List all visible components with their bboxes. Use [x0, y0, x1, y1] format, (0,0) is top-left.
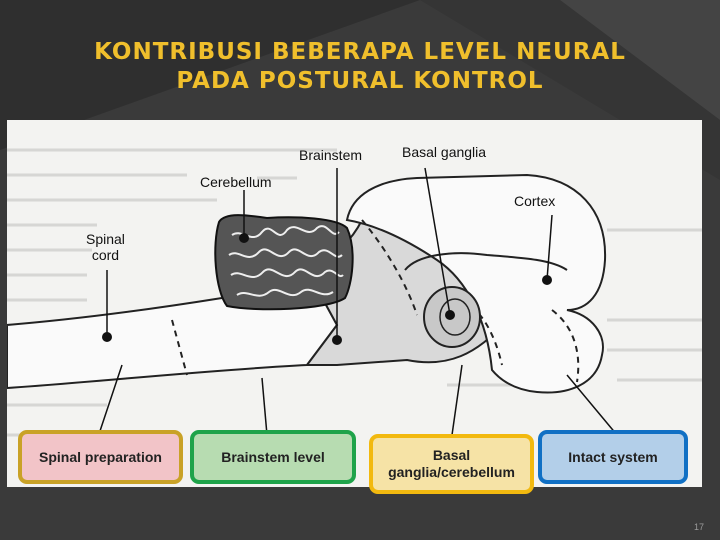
level-box-intact-system: Intact system: [538, 430, 688, 484]
page-number: 17: [693, 522, 704, 532]
title-line-2: PADA POSTURAL KONTROL: [176, 68, 544, 94]
level-label-line-2: ganglia/cerebellum: [388, 464, 515, 480]
level-label: Brainstem level: [221, 448, 325, 465]
cerebellum-shape: [214, 214, 354, 311]
label-cortex: Cortex: [514, 193, 556, 209]
label-cord: cord: [91, 247, 120, 263]
level-label: Basal ganglia/cerebellum: [388, 447, 515, 481]
brain-diagram: [7, 148, 702, 441]
title-line-1: KONTRIBUSI BEBERAPA LEVEL NEURAL: [94, 39, 626, 65]
level-box-basal-ganglia-cerebellum: Basal ganglia/cerebellum: [369, 434, 534, 494]
level-box-spinal-preparation: Spinal preparation: [18, 430, 183, 484]
level-box-brainstem: Brainstem level: [190, 430, 356, 484]
brain-diagram-figure: Brainstem Basal ganglia Cerebellum Corte…: [7, 120, 702, 487]
level-label-line-1: Basal: [432, 447, 471, 463]
label-spinal: Spinal: [86, 231, 125, 247]
label-spinal-cord: Spinal cord: [86, 231, 125, 263]
slide-title: KONTRIBUSI BEBERAPA LEVEL NEURAL PADA PO…: [0, 38, 720, 96]
label-basal-ganglia: Basal ganglia: [402, 144, 487, 160]
level-label: Spinal preparation: [39, 448, 162, 465]
cerebrum-shape: [345, 173, 607, 394]
label-brainstem: Brainstem: [299, 147, 363, 163]
label-cerebellum: Cerebellum: [200, 174, 272, 190]
level-label: Intact system: [568, 448, 658, 465]
